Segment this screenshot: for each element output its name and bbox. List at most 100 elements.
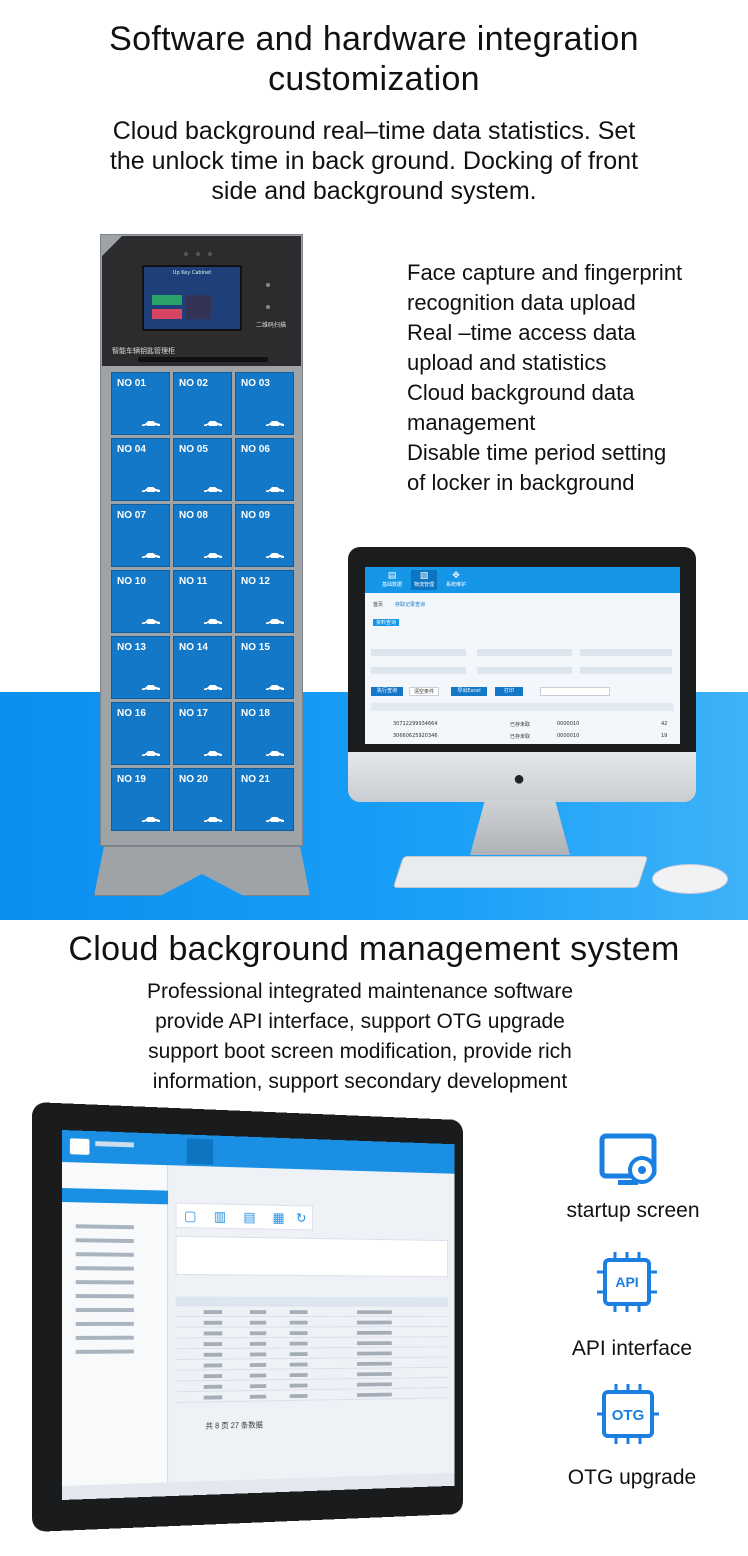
clear-button[interactable]: 清空条件 xyxy=(409,687,439,696)
desc-line: provide API interface, support OTG upgra… xyxy=(155,1010,565,1033)
save-icon[interactable]: ▦ xyxy=(272,1209,285,1226)
export-button[interactable]: 导出Excel xyxy=(451,687,487,696)
table-row[interactable] xyxy=(175,1318,448,1328)
filter-field[interactable] xyxy=(371,649,466,656)
search-input[interactable] xyxy=(540,687,610,696)
nav-label: 物流管理 xyxy=(413,582,434,588)
locker-door[interactable]: NO 06 xyxy=(235,438,294,501)
car-icon xyxy=(142,619,160,626)
subtitle-line-1: Cloud background real–time data statisti… xyxy=(112,117,636,145)
car-icon xyxy=(142,421,160,428)
locker-door[interactable]: NO 01 xyxy=(111,372,170,435)
locker-door[interactable]: NO 09 xyxy=(235,504,294,567)
sidebar-item[interactable] xyxy=(75,1252,134,1257)
sidebar-item[interactable] xyxy=(75,1321,134,1326)
door-label: NO 06 xyxy=(241,444,270,455)
locker-door[interactable]: NO 07 xyxy=(111,504,170,567)
sidebar-item[interactable] xyxy=(75,1349,134,1354)
locker-door[interactable]: NO 17 xyxy=(173,702,232,765)
locker-door[interactable]: NO 12 xyxy=(235,570,294,633)
svg-text:OTG: OTG xyxy=(612,1407,645,1424)
locker-door[interactable]: NO 03 xyxy=(235,372,294,435)
sidebar-item[interactable] xyxy=(75,1280,134,1285)
locker-door[interactable]: NO 20 xyxy=(173,768,232,831)
sidebar-item[interactable] xyxy=(75,1335,134,1340)
locker-door[interactable]: NO 02 xyxy=(173,372,232,435)
cabinet-screen[interactable]: Up Key Cabinet xyxy=(142,265,242,331)
nav-item[interactable] xyxy=(250,1141,275,1167)
row-id: 30660625920346 xyxy=(393,733,438,739)
filter-field[interactable] xyxy=(371,667,466,674)
locker-door[interactable]: NO 10 xyxy=(111,570,170,633)
chart-icon: ▧ xyxy=(419,570,429,580)
add-icon[interactable]: ▢ xyxy=(184,1207,197,1224)
door-label: NO 07 xyxy=(117,510,146,521)
table-row[interactable] xyxy=(175,1328,448,1339)
sidebar-item[interactable] xyxy=(75,1224,134,1230)
car-icon xyxy=(204,751,222,758)
table-row[interactable] xyxy=(175,1308,448,1317)
tab-records[interactable]: 存取记录查询 xyxy=(395,602,426,608)
door-label: NO 12 xyxy=(241,576,270,587)
app-topbar: ▤基础数据 ▧ 物流管理 ✥系统维护 xyxy=(365,567,680,593)
filter-field[interactable] xyxy=(477,649,572,656)
locker-door[interactable]: NO 05 xyxy=(173,438,232,501)
sensor-icon xyxy=(266,283,270,287)
print-icon[interactable]: ▤ xyxy=(243,1208,256,1225)
locker-door[interactable]: NO 19 xyxy=(111,768,170,831)
car-icon xyxy=(266,619,284,626)
sidebar-item[interactable] xyxy=(75,1238,134,1244)
desc-line: support boot screen modification, provid… xyxy=(148,1040,572,1063)
row-device: 0000010 xyxy=(557,721,580,727)
feature-line: Disable time period setting xyxy=(407,440,667,465)
print-button[interactable]: 打印 xyxy=(495,687,523,696)
filter-field[interactable] xyxy=(477,667,572,674)
locker-door[interactable]: NO 15 xyxy=(235,636,294,699)
row-device: 0000010 xyxy=(557,733,580,739)
door-label: NO 10 xyxy=(117,576,146,587)
car-icon xyxy=(266,685,284,692)
feature-line: Cloud background data xyxy=(407,380,635,405)
door-label: NO 11 xyxy=(179,576,208,587)
feature-line: management xyxy=(407,410,536,435)
subtitle-line-2: the unlock time in back ground. Docking … xyxy=(109,147,639,175)
table-row[interactable] xyxy=(175,1339,448,1350)
nav-label: 系统维护 xyxy=(445,582,466,588)
locker-door[interactable]: NO 11 xyxy=(173,570,232,633)
nav-item[interactable] xyxy=(219,1140,245,1166)
locker-door[interactable]: NO 08 xyxy=(173,504,232,567)
desc-line: information, support secondary developme… xyxy=(152,1070,568,1093)
filter-field[interactable] xyxy=(580,649,672,656)
nav-item[interactable]: ▧ 物流管理 xyxy=(411,570,437,590)
row-num: 42 xyxy=(661,721,668,727)
locker-door[interactable]: NO 16 xyxy=(111,702,170,765)
locker-door[interactable]: NO 21 xyxy=(235,768,294,831)
capability-label: API interface xyxy=(571,1337,693,1360)
door-label: NO 17 xyxy=(179,708,208,719)
filter-field[interactable] xyxy=(580,667,672,674)
refresh-icon[interactable]: ↻ xyxy=(295,1210,307,1226)
locker-door[interactable]: NO 04 xyxy=(111,438,170,501)
locker-door[interactable]: NO 13 xyxy=(111,636,170,699)
sidebar-item[interactable] xyxy=(75,1266,134,1271)
feature-line: Real –time access data xyxy=(407,320,636,345)
sidebar-item[interactable] xyxy=(75,1294,134,1299)
toolbar: ▢ ▥ ▤ ▦ ↻ xyxy=(175,1202,313,1231)
nav-item[interactable]: ✥系统维护 xyxy=(443,570,469,590)
query-button[interactable]: 执行查询 xyxy=(371,687,403,696)
table-row[interactable] xyxy=(175,1349,448,1360)
tab-home[interactable]: 首页 xyxy=(373,602,384,608)
delete-icon[interactable]: ▥ xyxy=(213,1208,227,1225)
title-line-1: Software and hardware integration xyxy=(109,20,639,58)
locker-door[interactable]: NO 18 xyxy=(235,702,294,765)
nav-item[interactable]: ▤基础数据 xyxy=(379,570,405,590)
locker-door[interactable]: NO 14 xyxy=(173,636,232,699)
door-label: NO 04 xyxy=(117,444,146,455)
car-icon xyxy=(266,817,284,824)
table-row[interactable] xyxy=(175,1389,448,1403)
section-tab[interactable]: 资料查询 xyxy=(373,619,400,626)
car-icon xyxy=(142,751,160,758)
nav-item[interactable] xyxy=(186,1138,213,1165)
sidebar-item[interactable] xyxy=(75,1308,134,1313)
door-label: NO 01 xyxy=(117,378,146,389)
